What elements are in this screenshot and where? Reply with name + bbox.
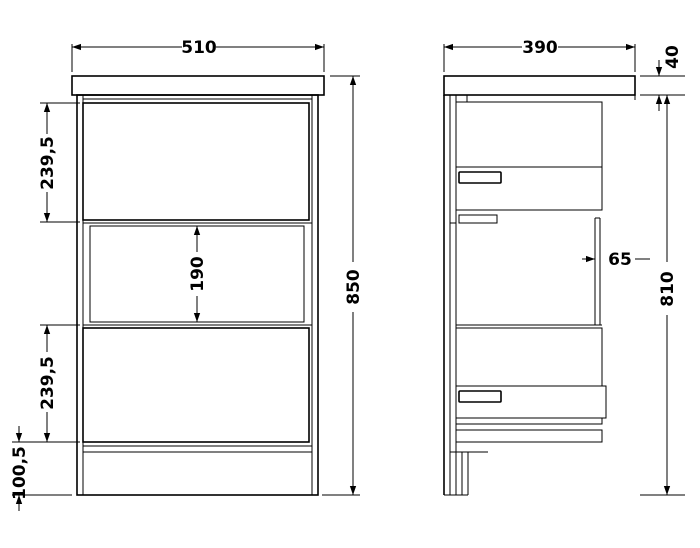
dim-handle-offset: 65	[608, 250, 632, 270]
side-dimensions: 390 40 810 65	[443, 38, 685, 496]
dim-drawer-bottom-height: 239,5	[38, 356, 58, 410]
front-dimensions: 510 239,5 190 239,5 100,5 850	[10, 38, 364, 511]
dim-overall-height: 850	[344, 269, 364, 305]
side-worktop	[443, 75, 636, 96]
side-view	[443, 75, 636, 496]
front-view	[71, 75, 325, 496]
dim-carcass-height: 810	[658, 271, 678, 307]
dim-worktop-thickness: 40	[663, 45, 683, 69]
dim-side-depth: 390	[522, 38, 558, 58]
front-bottom-drawer	[82, 327, 310, 443]
dim-open-shelf-height: 190	[188, 256, 208, 292]
front-worktop	[71, 75, 325, 96]
dim-drawer-top-height: 239,5	[38, 136, 58, 190]
dim-front-width: 510	[181, 38, 217, 58]
front-top-drawer	[82, 102, 310, 221]
dim-plinth-height: 100,5	[10, 446, 30, 500]
front-carcass	[76, 94, 319, 496]
